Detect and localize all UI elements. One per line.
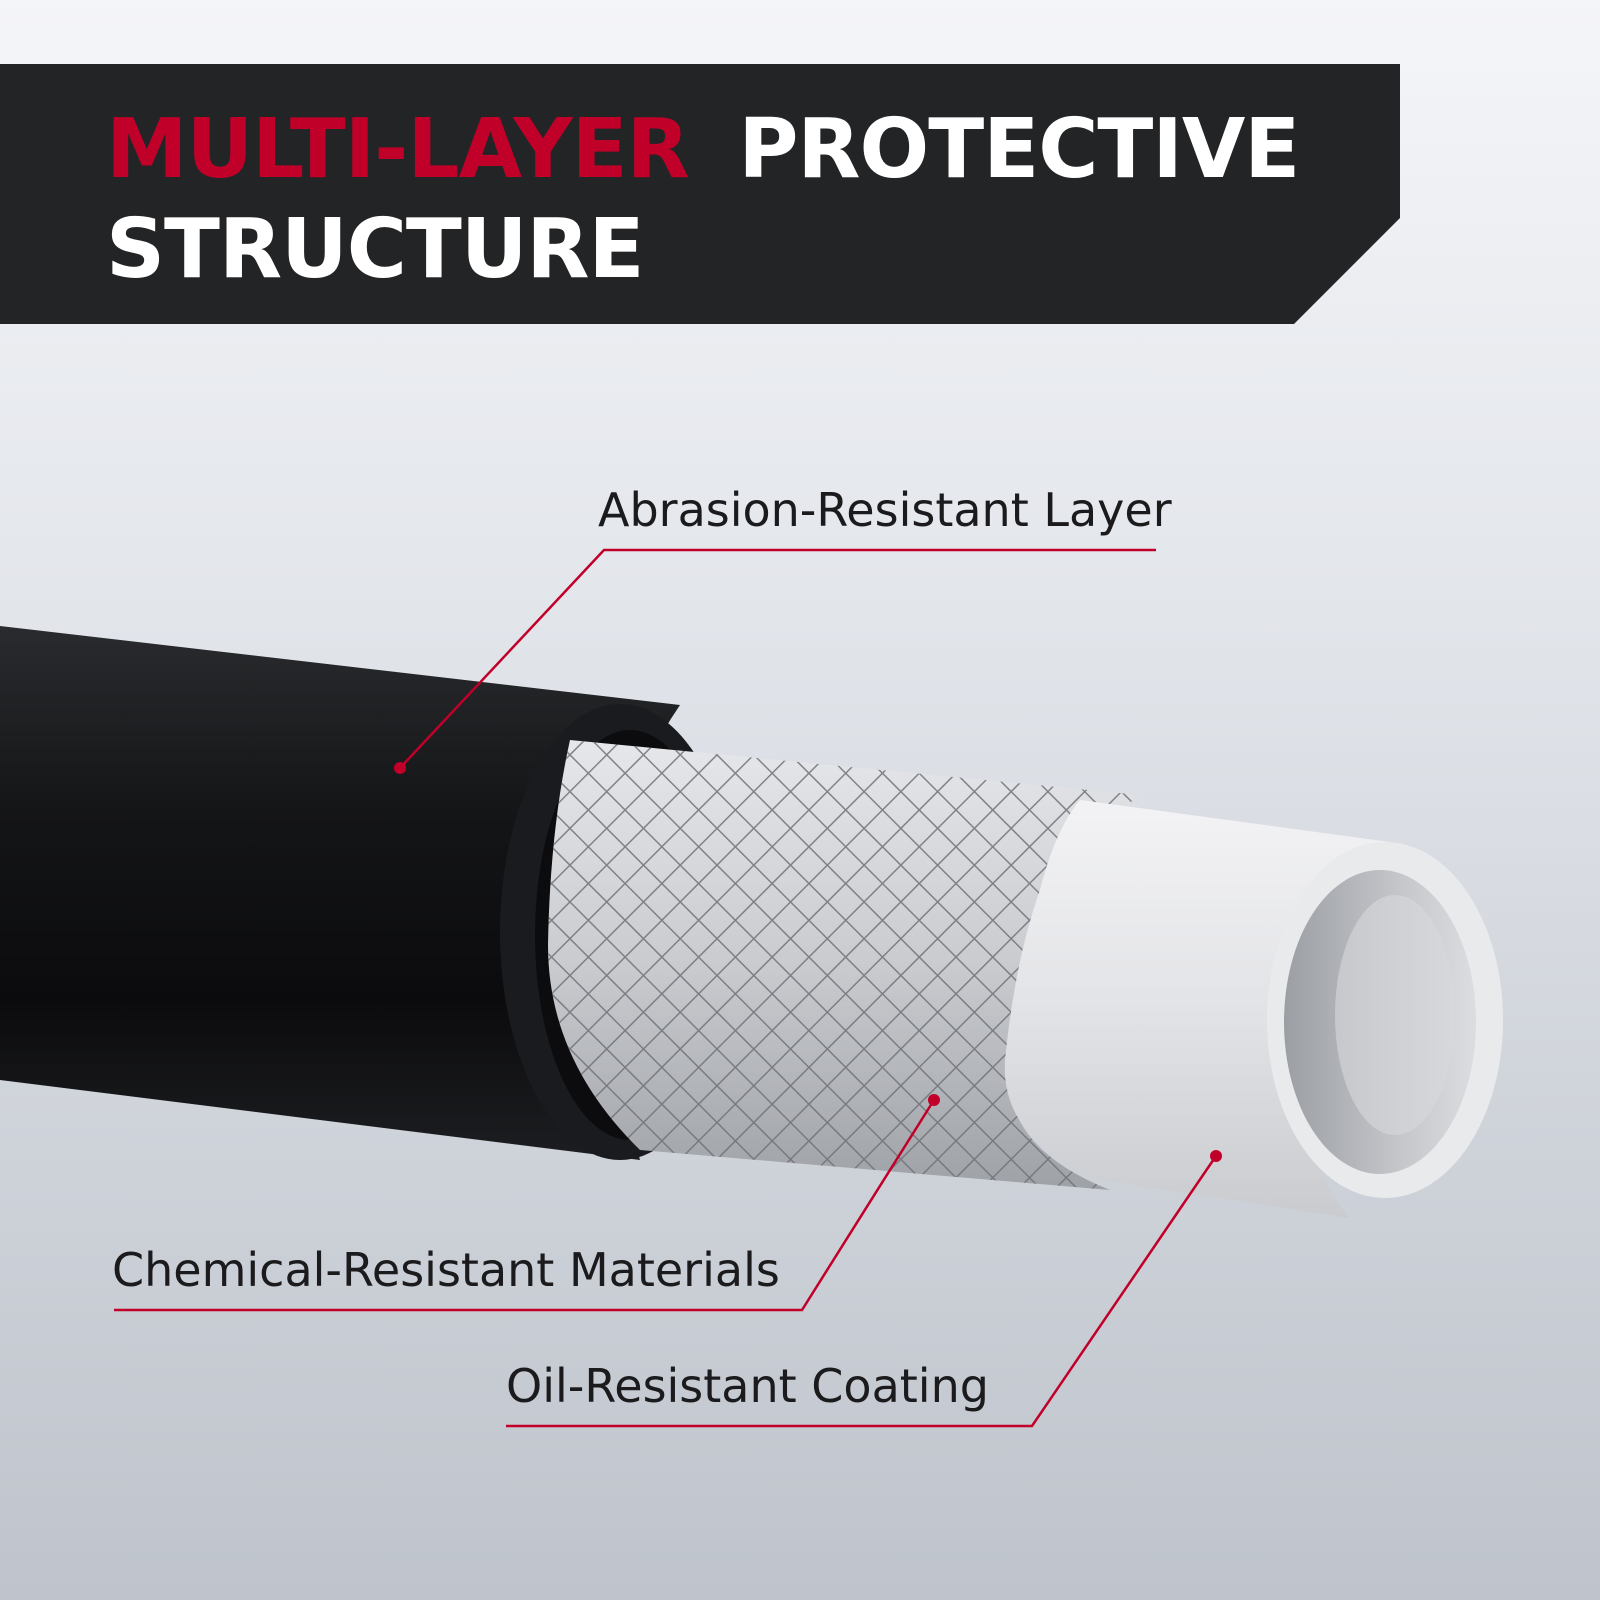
callout-abrasion: Abrasion-Resistant Layer [394, 483, 1172, 774]
callout-oil: Oil-Resistant Coating [506, 1150, 1222, 1428]
callout-label-oil: Oil-Resistant Coating [506, 1359, 989, 1413]
title-accent: MULTI-LAYER [106, 102, 689, 197]
callout-dot [1210, 1150, 1222, 1162]
callout-label-abrasion: Abrasion-Resistant Layer [598, 483, 1172, 537]
title-rest: PROTECTIVE [738, 102, 1299, 197]
page-title-line2: STRUCTURE [106, 202, 644, 297]
outer-jacket [0, 626, 680, 1160]
header-banner: MULTI-LAYER PROTECTIVE STRUCTURE [0, 64, 1400, 324]
callout-dot [928, 1094, 940, 1106]
page-title-line1: MULTI-LAYER PROTECTIVE [106, 102, 1299, 197]
callout-dot [394, 762, 406, 774]
callout-chemical: Chemical-Resistant Materials [112, 1094, 940, 1312]
callout-label-chemical: Chemical-Resistant Materials [112, 1243, 780, 1297]
hose-cross-section-icon [0, 626, 1503, 1218]
